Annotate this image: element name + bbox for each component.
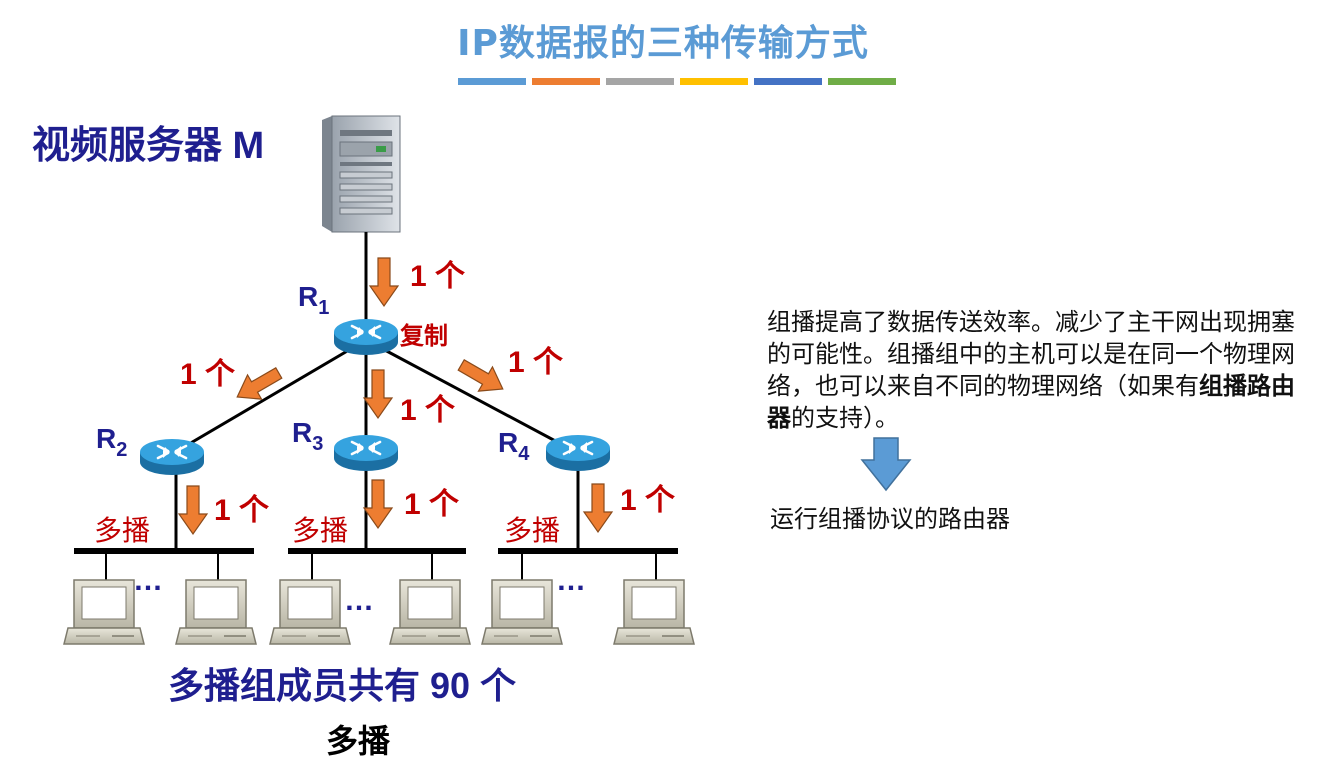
computer-icon <box>613 579 695 645</box>
multicast-label: 多播 <box>94 515 150 546</box>
router-r4-icon <box>544 433 612 473</box>
color-bar-segment <box>754 78 822 85</box>
more-hosts-dots: … <box>556 564 586 597</box>
router-label-r4: R4 <box>498 427 530 465</box>
more-hosts-dots: … <box>344 584 374 617</box>
packet-count-label: 1 个 <box>410 260 466 293</box>
router-r1-icon <box>332 317 400 357</box>
computer-icon <box>481 579 563 645</box>
copy-label: 复制 <box>399 323 448 350</box>
down-arrow-icon <box>363 479 393 529</box>
server-label: 视频服务器 M <box>32 125 264 167</box>
title-color-bar <box>458 78 896 85</box>
down-arrow-icon <box>363 369 393 419</box>
color-bar-segment <box>606 78 674 85</box>
color-bar-segment <box>532 78 600 85</box>
computer-icon <box>175 579 257 645</box>
computer-icon <box>389 579 471 645</box>
more-hosts-dots: … <box>133 564 163 597</box>
color-bar-segment <box>458 78 526 85</box>
down-right-arrow-icon <box>453 352 511 402</box>
packet-count-label: 1 个 <box>180 358 236 391</box>
router-label-r2: R2 <box>96 423 127 461</box>
page-title: IP数据报的三种传输方式 <box>457 23 869 64</box>
diagram-caption: 多播 <box>326 723 391 759</box>
multicast-router-note: 运行组播协议的路由器 <box>770 505 1010 533</box>
multicast-label: 多播 <box>292 515 348 546</box>
multicast-router-term: 组播路由器 <box>767 371 1295 432</box>
down-arrow-icon <box>178 485 208 535</box>
color-bar-segment <box>680 78 748 85</box>
computer-icon <box>269 579 351 645</box>
router-r3-icon <box>332 433 400 473</box>
color-bar-segment <box>828 78 896 85</box>
packet-count-label: 1 个 <box>404 488 460 521</box>
packet-count-label: 1 个 <box>508 346 564 379</box>
packet-count-label: 1 个 <box>214 494 270 527</box>
down-arrow-icon <box>369 257 399 307</box>
multicast-label: 多播 <box>504 515 560 546</box>
packet-arrows <box>178 257 613 535</box>
network-links <box>171 232 580 550</box>
computer-icon <box>63 579 145 645</box>
router-label-r1: R1 <box>298 281 329 319</box>
down-arrow-icon <box>583 483 613 533</box>
group-member-label: 多播组成员共有 90 个 <box>168 665 516 706</box>
down-arrow-icon <box>860 437 912 492</box>
multicast-description: 组播提高了数据传送效率。减少了主干网出现拥塞的可能性。组播组中的主机可以是在同一… <box>767 308 1295 432</box>
lan-segments <box>74 548 678 584</box>
packet-count-label: 1 个 <box>400 394 456 427</box>
multicast-diagram: 视频服务器 M <box>32 115 695 759</box>
router-label-r3: R3 <box>292 417 323 455</box>
packet-count-label: 1 个 <box>620 484 676 517</box>
router-r2-icon <box>138 437 206 477</box>
video-server-icon <box>322 115 401 233</box>
